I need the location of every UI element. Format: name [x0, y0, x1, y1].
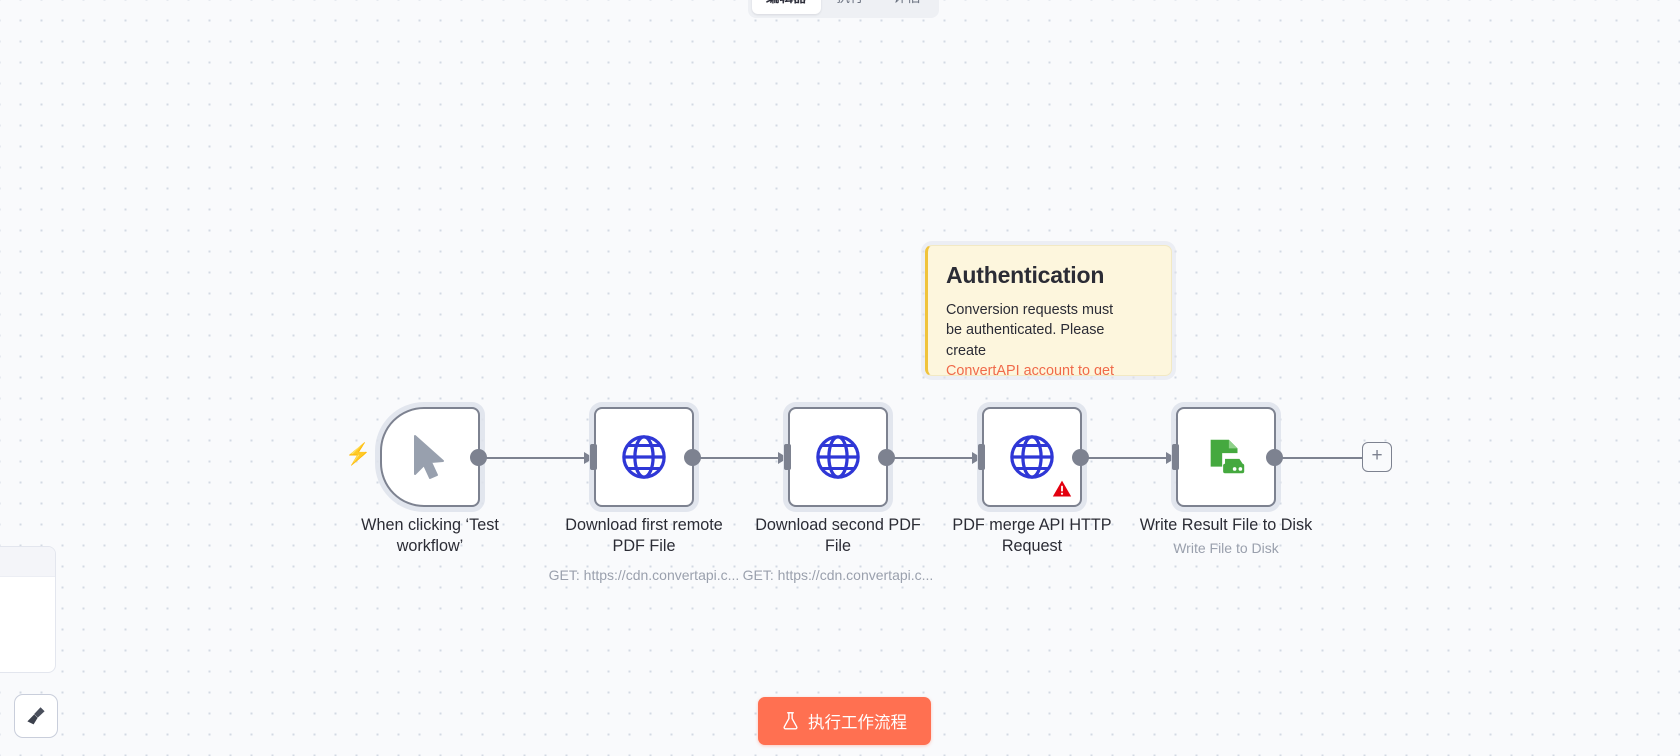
connector-download-second-to-merge — [868, 452, 982, 464]
node-body[interactable] — [978, 407, 1089, 507]
sticky-note-body: Conversion requests must be authenticate… — [946, 300, 1153, 376]
input-port[interactable] — [1172, 444, 1179, 470]
node-label: Download second PDF File — [755, 516, 921, 556]
output-port[interactable] — [470, 448, 487, 466]
sticky-note-line-3: create — [946, 342, 986, 359]
workflow-tab-bar: 编辑器 执行 评估 — [748, 0, 939, 18]
output-port[interactable] — [684, 448, 701, 466]
node-body[interactable] — [1172, 407, 1283, 507]
file-to-disk-icon — [1210, 439, 1245, 474]
node-body[interactable] — [590, 407, 701, 507]
node-write-result-file-to-disk[interactable]: Write Result File to Disk Write File to … — [1140, 407, 1312, 556]
globe-icon — [622, 435, 666, 479]
node-download-first-remote-pdf-file[interactable]: Download first remote PDF File GET: http… — [549, 407, 739, 583]
node-body[interactable] — [784, 407, 895, 507]
node-label: Write Result File to Disk — [1139, 516, 1313, 534]
tab-editor[interactable]: 编辑器 — [752, 0, 821, 15]
connector-write-file-to-add — [1256, 457, 1363, 459]
trigger-bolt-icon: ⚡ — [345, 443, 372, 466]
input-port[interactable] — [784, 444, 791, 470]
output-port[interactable] — [1266, 448, 1283, 466]
sticky-note-link[interactable]: ConvertAPI account to get — [946, 363, 1114, 376]
node-body[interactable] — [380, 407, 487, 507]
side-panel-header — [0, 547, 55, 577]
execute-workflow-label: 执行工作流程 — [808, 714, 907, 732]
sticky-note-line-2: be authenticated. Please — [946, 322, 1105, 339]
tab-executions[interactable]: 执行 — [823, 0, 878, 14]
globe-icon — [816, 435, 860, 479]
flask-icon — [783, 712, 798, 730]
output-port[interactable] — [878, 448, 895, 466]
globe-icon — [1010, 435, 1054, 479]
connector-trigger-to-download-first — [480, 452, 594, 464]
sticky-note-authentication[interactable]: Authentication Conversion requests must … — [925, 245, 1172, 376]
node-subtitle: GET: https://cdn.convertapi.c... — [742, 567, 934, 583]
sticky-note-line-1: Conversion requests must — [946, 302, 1114, 318]
warning-triangle-icon[interactable] — [1052, 479, 1072, 499]
node-pdf-merge-api-http-request[interactable]: PDF merge API HTTP Request — [952, 407, 1112, 555]
tab-evaluations[interactable]: 评估 — [880, 0, 935, 14]
node-when-clicking-test-workflow[interactable]: When clicking ‘Test workflow’ — [361, 407, 499, 555]
sticky-note-title: Authentication — [946, 262, 1105, 288]
node-label: PDF merge API HTTP Request — [952, 516, 1112, 556]
tidy-up-button[interactable] — [14, 694, 58, 738]
side-panel-clipped — [0, 546, 56, 673]
node-download-second-pdf-file[interactable]: Download second PDF File GET: https://cd… — [743, 407, 933, 583]
output-port[interactable] — [1072, 448, 1089, 466]
node-label: When clicking ‘Test workflow’ — [361, 516, 499, 556]
node-subtitle: GET: https://cdn.convertapi.c... — [548, 567, 740, 583]
input-port[interactable] — [978, 444, 985, 470]
input-port[interactable] — [590, 444, 597, 470]
add-node-button[interactable]: + — [1362, 442, 1392, 472]
cursor-pointer-icon — [414, 435, 444, 479]
broom-icon — [27, 707, 45, 725]
node-label: Download first remote PDF File — [565, 516, 723, 556]
execute-workflow-button[interactable]: 执行工作流程 — [758, 697, 931, 745]
connector-download-first-to-second — [674, 452, 788, 464]
node-subtitle: Write File to Disk — [1173, 540, 1279, 556]
connector-merge-to-write-file — [1062, 452, 1176, 464]
